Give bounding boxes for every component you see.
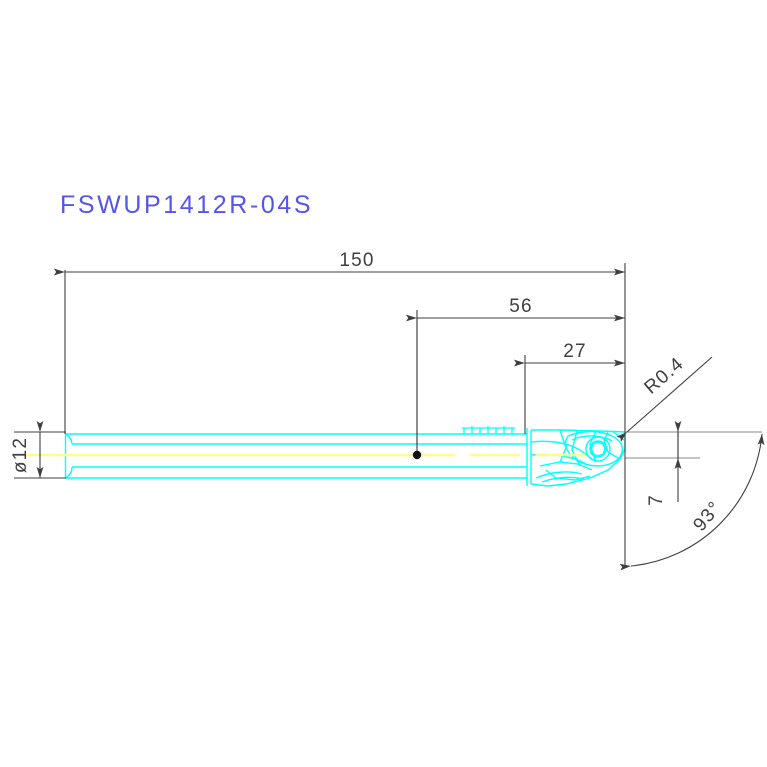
dim-label-tip-offset: 7	[646, 494, 667, 506]
datum-point-marker	[412, 450, 422, 460]
scale-tick-marks	[462, 426, 515, 434]
chip-flute-lines	[535, 471, 585, 483]
angle-arc-93	[619, 433, 765, 571]
head-transition	[526, 428, 532, 486]
dim-label-shank-diameter: ø12	[10, 437, 31, 473]
dim-label-cutting-edge-angle: 93°	[689, 497, 726, 535]
dim-label-tip-length: 27	[563, 341, 587, 362]
dim-label-overall-length: 150	[339, 250, 374, 271]
tool-body-geometry	[64, 426, 626, 487]
dim-label-head-length: 56	[509, 296, 533, 317]
dim-label-corner-radius: R0.4	[641, 353, 689, 398]
dimension-lines	[14, 263, 765, 571]
insert-screw	[585, 436, 611, 462]
part-number-label: FSWUP1412R-04S	[60, 191, 313, 219]
leader-line-r04	[616, 356, 713, 442]
shank-inner-lines	[65, 433, 527, 479]
